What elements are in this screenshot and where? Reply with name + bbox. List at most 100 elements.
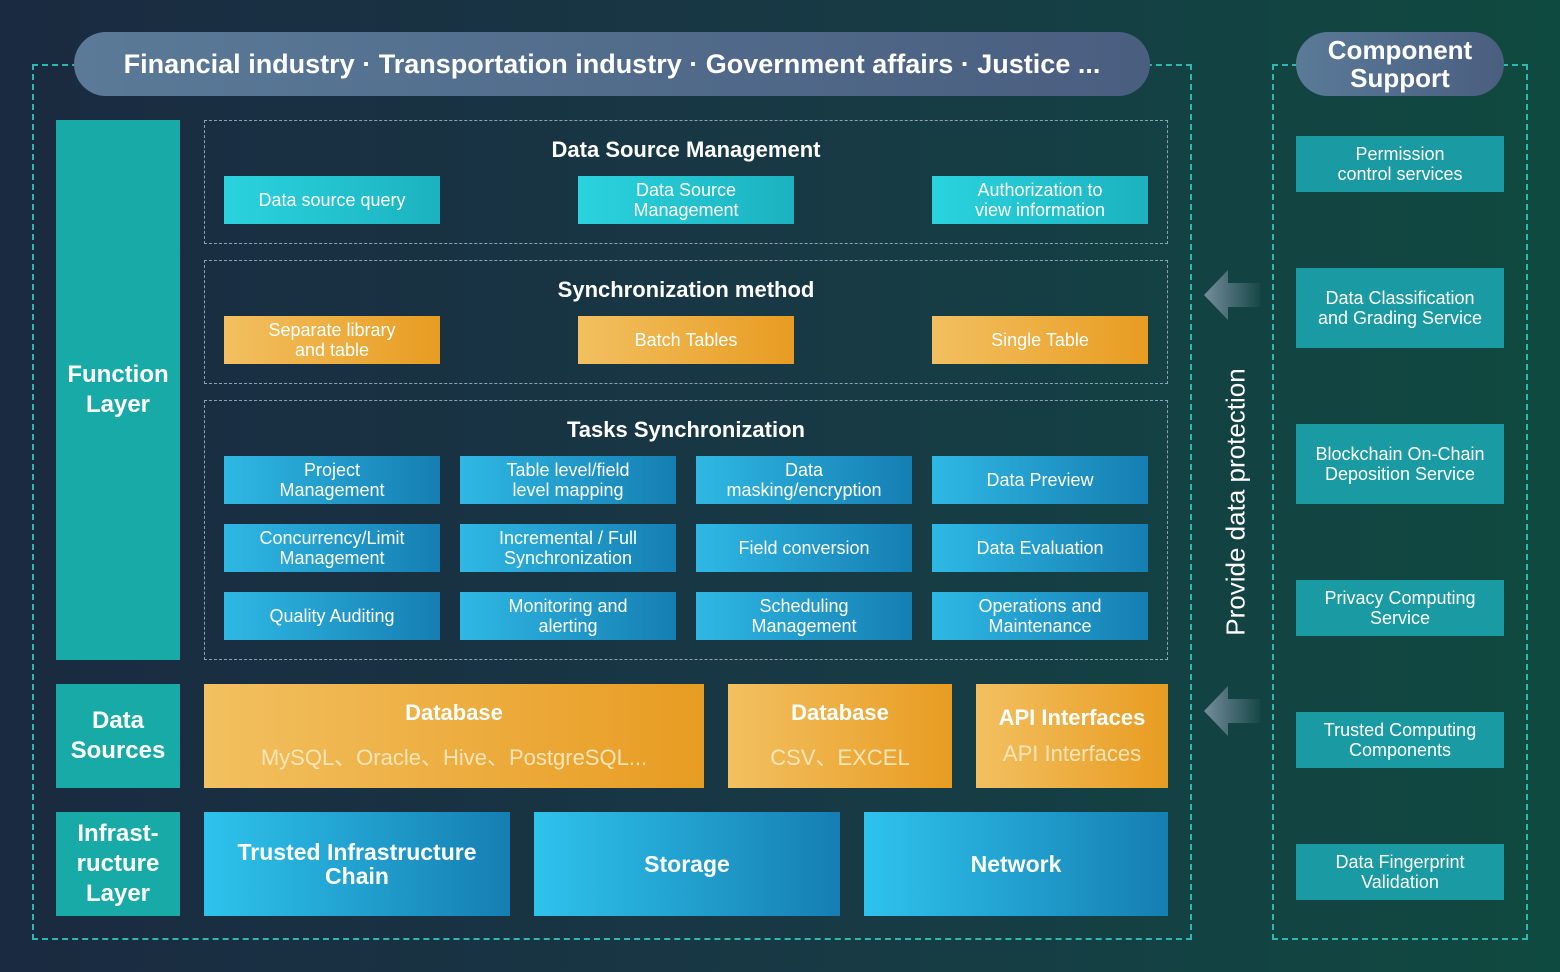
task-box-0-line2: Management bbox=[279, 480, 385, 500]
data-source-1-title: Database bbox=[791, 700, 889, 725]
sync-box-1-line1: Batch Tables bbox=[634, 330, 738, 350]
infrastructure-layer-line3: Layer bbox=[85, 880, 151, 907]
sync-box-0-line1: Separate library bbox=[268, 320, 396, 340]
component-1-line1: Data Classification bbox=[1325, 288, 1475, 308]
data-source-2-title: API Interfaces bbox=[998, 705, 1146, 730]
task-box-8-line1: Quality Auditing bbox=[269, 606, 395, 626]
component-4-line1: Trusted Computing bbox=[1323, 720, 1477, 740]
data-source-management-section: Data Source Management Data source query… bbox=[204, 120, 1168, 244]
dsm-box-1-line2: Management bbox=[633, 200, 739, 220]
component-support-title-line1: Component bbox=[1327, 35, 1473, 65]
task-box-4-line2: Management bbox=[279, 548, 385, 568]
task-box-6-line1: Field conversion bbox=[738, 538, 870, 558]
task-box-4-line1: Concurrency/Limit bbox=[259, 528, 405, 548]
infra-2-line1: Network bbox=[970, 851, 1062, 877]
function-layer-line2: Layer bbox=[85, 391, 151, 418]
data-source-0-subtitle: MySQL、Oracle、Hive、PostgreSQL... bbox=[260, 745, 648, 770]
task-box-11: Operations and Maintenance bbox=[932, 592, 1148, 640]
tasks-synchronization-section: Tasks Synchronization Project Management… bbox=[204, 400, 1168, 660]
infra-0-line1: Trusted Infrastructure bbox=[237, 839, 477, 865]
task-box-8: Quality Auditing bbox=[224, 592, 440, 640]
component-box-0: Permission control services bbox=[1296, 136, 1504, 192]
component-0-line1: Permission bbox=[1355, 144, 1445, 164]
component-box-5: Data Fingerprint Validation bbox=[1296, 844, 1504, 900]
infrastructure-layer-line1: Infrast- bbox=[77, 820, 159, 847]
tasks-synchronization-title: Tasks Synchronization bbox=[567, 417, 805, 442]
sync-box-0-line2: and table bbox=[294, 340, 370, 360]
dsm-box-2-line2: view information bbox=[974, 200, 1106, 220]
infra-trusted-chain: Trusted Infrastructure Chain bbox=[204, 812, 510, 916]
synchronization-method-section: Synchronization method Separate library … bbox=[204, 260, 1168, 384]
data-sources-layer-line1: Data bbox=[91, 707, 145, 734]
arrow-left-icon bbox=[1204, 686, 1260, 736]
sync-box-2-line1: Single Table bbox=[991, 330, 1089, 350]
arrow-left-icon bbox=[1204, 270, 1260, 320]
component-box-3: Privacy Computing Service bbox=[1296, 580, 1504, 636]
industries-text: Financial industry · Transportation indu… bbox=[123, 48, 1101, 79]
infra-storage: Storage bbox=[534, 812, 840, 916]
component-0-line2: control services bbox=[1337, 164, 1463, 184]
sync-box-0: Separate library and table bbox=[224, 316, 440, 364]
task-box-10-line1: Scheduling bbox=[759, 596, 849, 616]
dsm-box-2: Authorization to view information bbox=[932, 176, 1148, 224]
component-4-line2: Components bbox=[1348, 740, 1452, 760]
task-box-6: Field conversion bbox=[696, 524, 912, 572]
task-box-9-line1: Monitoring and bbox=[508, 596, 628, 616]
task-box-9: Monitoring and alerting bbox=[460, 592, 676, 640]
data-source-database-files: Database CSV、EXCEL bbox=[728, 684, 952, 788]
data-source-management-title: Data Source Management bbox=[551, 137, 821, 162]
infrastructure-layer-line2: ructure bbox=[76, 850, 160, 877]
dsm-box-2-line1: Authorization to bbox=[977, 180, 1103, 200]
data-source-database-relational: Database MySQL、Oracle、Hive、PostgreSQL... bbox=[204, 684, 704, 788]
infrastructure-layer-label: Infrast- ructure Layer bbox=[56, 812, 180, 916]
function-layer-line1: Function bbox=[67, 361, 169, 388]
infra-1-line1: Storage bbox=[644, 851, 730, 877]
dsm-box-0-line1: Data source query bbox=[258, 190, 406, 210]
dsm-box-0: Data source query bbox=[224, 176, 440, 224]
component-support-title-line2: Support bbox=[1350, 63, 1450, 93]
component-box-4: Trusted Computing Components bbox=[1296, 712, 1504, 768]
data-source-0-title: Database bbox=[405, 700, 503, 725]
dsm-box-1: Data Source Management bbox=[578, 176, 794, 224]
task-box-2: Data masking/encryption bbox=[696, 456, 912, 504]
sync-box-2: Single Table bbox=[932, 316, 1148, 364]
component-support-title: Component Support bbox=[1296, 32, 1504, 96]
task-box-0-line1: Project bbox=[303, 460, 361, 480]
synchronization-method-title: Synchronization method bbox=[557, 277, 815, 302]
task-box-7-line1: Data Evaluation bbox=[976, 538, 1104, 558]
dsm-box-1-line1: Data Source bbox=[635, 180, 737, 200]
data-sources-layer-line2: Sources bbox=[70, 737, 166, 764]
infra-0-line2: Chain bbox=[325, 863, 389, 889]
data-source-api: API Interfaces API Interfaces bbox=[976, 684, 1168, 788]
infra-network: Network bbox=[864, 812, 1168, 916]
task-box-5: Incremental / Full Synchronization bbox=[460, 524, 676, 572]
provide-data-protection-text: Provide data protection bbox=[1220, 368, 1251, 636]
task-box-3-line1: Data Preview bbox=[986, 470, 1094, 490]
component-2-line1: Blockchain On-Chain bbox=[1315, 444, 1485, 464]
task-box-0: Project Management bbox=[224, 456, 440, 504]
task-box-10: Scheduling Management bbox=[696, 592, 912, 640]
function-layer-label: Function Layer bbox=[56, 120, 180, 660]
task-box-11-line2: Maintenance bbox=[988, 616, 1092, 636]
task-box-5-line1: Incremental / Full bbox=[498, 528, 638, 548]
task-box-10-line2: Management bbox=[751, 616, 857, 636]
component-5-line1: Data Fingerprint bbox=[1335, 852, 1465, 872]
task-box-1-line2: level mapping bbox=[512, 480, 624, 500]
task-box-7: Data Evaluation bbox=[932, 524, 1148, 572]
component-box-2: Blockchain On-Chain Deposition Service bbox=[1296, 424, 1504, 504]
component-2-line2: Deposition Service bbox=[1324, 464, 1476, 484]
task-box-2-line2: masking/encryption bbox=[726, 480, 882, 500]
task-box-2-line1: Data bbox=[784, 460, 824, 480]
component-5-line2: Validation bbox=[1361, 872, 1439, 892]
task-box-9-line2: alerting bbox=[538, 616, 598, 636]
industries-banner: Financial industry · Transportation indu… bbox=[74, 32, 1150, 96]
component-box-1: Data Classification and Grading Service bbox=[1296, 268, 1504, 348]
task-box-1: Table level/field level mapping bbox=[460, 456, 676, 504]
component-1-line2: and Grading Service bbox=[1317, 308, 1483, 328]
task-box-1-line1: Table level/field bbox=[506, 460, 630, 480]
task-box-5-line2: Synchronization bbox=[503, 548, 633, 568]
data-source-1-subtitle: CSV、EXCEL bbox=[770, 745, 910, 770]
component-3-line1: Privacy Computing bbox=[1324, 588, 1476, 608]
component-3-line2: Service bbox=[1369, 608, 1431, 628]
task-box-3: Data Preview bbox=[932, 456, 1148, 504]
